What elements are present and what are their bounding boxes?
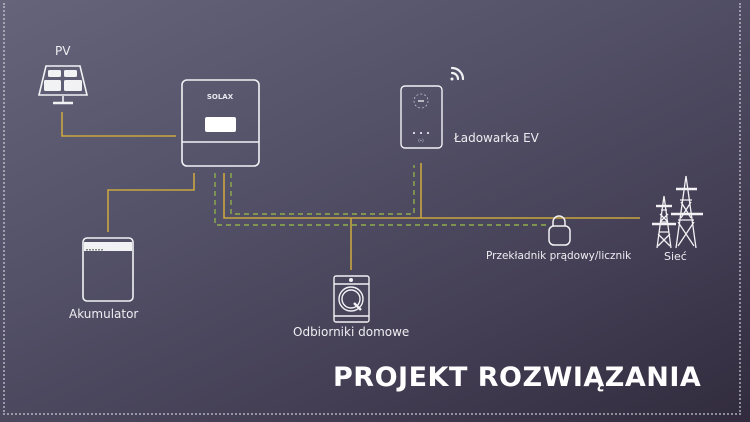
pv-label: PV [55,44,71,58]
power-lines [61,112,640,270]
battery-label: Akumulator [69,307,139,321]
svg-text:(•): (•) [418,138,424,143]
inverter-brand-logo: SOLAX [207,93,234,101]
solar-panel-icon [37,65,89,105]
inverter-to-grid-line [223,173,640,219]
grid-label: Sieć [664,250,687,263]
meter-label: Przekładnik prądowy/licznik [486,250,632,262]
pv-to-inverter-line [61,112,176,137]
inverter-to-meter-comm-line [214,173,548,226]
ev-charger-label: Ładowarka EV [454,131,539,145]
inverter-icon: SOLAX [181,79,260,167]
inverter-to-battery-line [107,173,195,232]
inverter-to-ev-comm-line [230,165,415,215]
battery-icon [82,237,134,302]
ev-charger-icon: (•) [400,85,443,149]
washing-machine-icon [333,275,370,323]
dotted-frame [3,3,741,415]
wifi-icon [450,66,465,81]
meter-icon [548,215,571,246]
household-label: Odbiorniki domowe [293,325,410,339]
communication-lines [214,165,548,226]
power-tower-icon [652,175,703,249]
page-title: PROJEKT ROZWIĄZANIA [333,362,702,393]
